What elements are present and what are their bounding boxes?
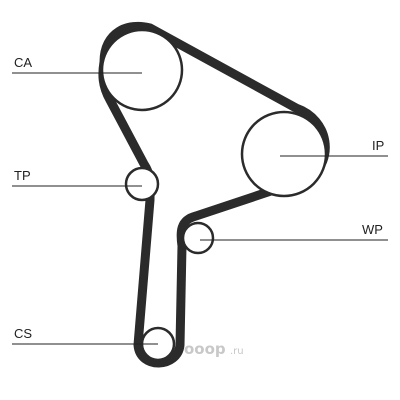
label-ip: IP: [372, 138, 384, 153]
label-tp: TP: [14, 168, 31, 183]
timing-belt: [98, 21, 330, 368]
label-cs: CS: [14, 326, 32, 341]
water-pump-pulley: [181, 221, 215, 255]
injection-pump-pulley: [240, 110, 328, 198]
label-wp: WP: [362, 222, 383, 237]
watermark-brand: ooop: [184, 340, 226, 358]
watermark-logo: ooop .ru: [184, 340, 244, 358]
tensioner-pulley: [124, 166, 160, 202]
label-ca: CA: [14, 55, 32, 70]
camshaft-pulley: [100, 28, 184, 112]
watermark-domain: .ru: [230, 346, 244, 357]
